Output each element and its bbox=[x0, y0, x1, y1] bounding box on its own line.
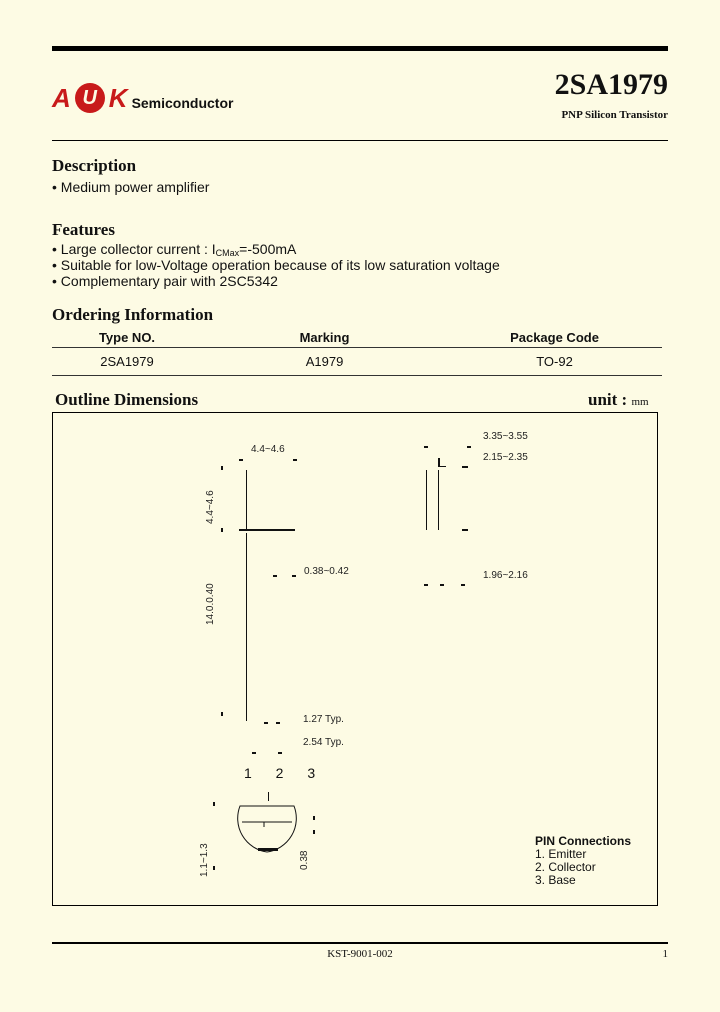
pin-item: 3. Base bbox=[535, 873, 576, 887]
pin-item: 2. Collector bbox=[535, 860, 596, 874]
logo-letter-k: K bbox=[108, 83, 128, 113]
column-header: Package Code bbox=[447, 328, 662, 348]
pin-connections-title: PIN Connections bbox=[535, 834, 632, 848]
part-number: 2SA1979 bbox=[554, 68, 668, 101]
body-base-line bbox=[239, 529, 295, 531]
table-cell: 2SA1979 bbox=[52, 347, 202, 376]
feature-item: • Complementary pair with 2SC5342 bbox=[52, 273, 278, 289]
pin-connections: PIN Connections 1. Emitter 2. Collector … bbox=[535, 835, 631, 887]
part-subtitle: PNP Silicon Transistor bbox=[561, 109, 668, 121]
dim-side-total: 3.35~3.55 bbox=[483, 431, 528, 442]
description-item: • Medium power amplifier bbox=[52, 179, 210, 195]
body-outline bbox=[246, 470, 247, 530]
dim-side-lead: 1.96~2.16 bbox=[483, 570, 528, 581]
dim-width-top: 4.4~4.6 bbox=[251, 444, 285, 455]
logo-letter-a: A bbox=[52, 83, 71, 113]
side-body-right bbox=[438, 470, 439, 530]
dim-bottom-lead: 0.38 bbox=[299, 850, 310, 870]
column-header: Marking bbox=[202, 328, 447, 348]
top-rule bbox=[52, 46, 668, 51]
lead-line bbox=[246, 533, 247, 721]
header-rule bbox=[52, 140, 668, 141]
dim-height-body: 4.4~4.6 bbox=[205, 490, 216, 524]
features-title: Features bbox=[52, 220, 115, 239]
table-header-row: Type NO. Marking Package Code bbox=[52, 328, 662, 348]
dim-bottom-height: 1.1~1.3 bbox=[199, 843, 210, 877]
table-cell: TO-92 bbox=[447, 347, 662, 376]
description-title: Description bbox=[52, 156, 137, 175]
outline-drawing-box bbox=[52, 412, 658, 906]
ordering-title: Ordering Information bbox=[52, 305, 214, 324]
page-number: 1 bbox=[662, 948, 669, 960]
dim-lead-thickness: 0.38~0.42 bbox=[304, 566, 349, 577]
side-body-left bbox=[426, 470, 427, 530]
ordering-table: Type NO. Marking Package Code 2SA1979 A1… bbox=[52, 328, 662, 376]
pin-item: 1. Emitter bbox=[535, 847, 587, 861]
feature-item: • Large collector current : ICMax=-500mA bbox=[52, 241, 297, 258]
bottom-view-outline bbox=[237, 805, 297, 853]
dim-pitch-typ: 1.27 Typ. bbox=[303, 714, 344, 725]
bottom-rule bbox=[52, 942, 668, 944]
outline-title: Outline Dimensions bbox=[55, 390, 199, 409]
table-cell: A1979 bbox=[202, 347, 447, 376]
column-header: Type NO. bbox=[52, 328, 202, 348]
table-row: 2SA1979 A1979 TO-92 bbox=[52, 347, 662, 376]
logo-subtitle: Semiconductor bbox=[131, 95, 234, 111]
dim-pitch-total: 2.54 Typ. bbox=[303, 737, 344, 748]
document-number: KST-9001-002 bbox=[327, 948, 393, 960]
unit-label: unit : mm bbox=[588, 390, 649, 409]
dim-side-body: 2.15~2.35 bbox=[483, 452, 528, 463]
company-logo: A U K Semiconductor bbox=[52, 79, 233, 117]
feature-item: • Suitable for low-Voltage operation bec… bbox=[52, 257, 500, 273]
pin-numbers: 1 2 3 bbox=[244, 765, 326, 781]
logo-circle-u: U bbox=[74, 83, 105, 113]
dim-lead-length: 14.0.0.40 bbox=[205, 583, 216, 625]
